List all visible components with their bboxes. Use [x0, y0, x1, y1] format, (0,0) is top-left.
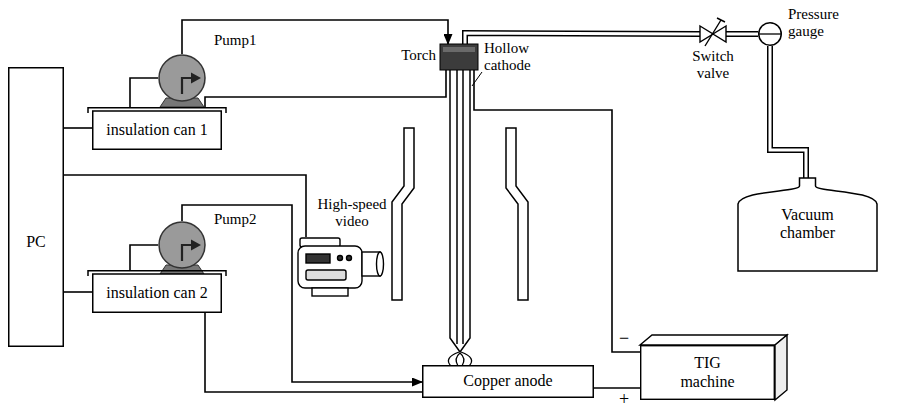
part-label: Switch valve — [686, 48, 740, 83]
connector-line — [64, 292, 92, 293]
computer-box-outline — [8, 67, 64, 347]
connector-line — [594, 388, 640, 389]
vacuum-chamber: Vacuum chamber — [735, 178, 880, 272]
node-label: TIG machine — [668, 354, 748, 391]
shield-nozzle — [392, 128, 528, 300]
computer-box: PC — [8, 67, 64, 347]
node-label: Vacuum chamber — [772, 206, 844, 243]
connector-path — [205, 70, 446, 107]
torch-block-outline — [440, 44, 478, 70]
pipe-bore — [726, 33, 758, 36]
part-label: Pressure gauge — [788, 6, 854, 41]
connector-line — [205, 313, 422, 392]
connector-line — [130, 78, 158, 107]
connector-path — [64, 291, 92, 293]
pump-symbol: Pump2 — [158, 221, 206, 269]
connector-path — [594, 387, 640, 389]
polarity-sign: + — [617, 389, 631, 410]
anode-block: Copper anode — [422, 365, 594, 398]
pump-symbol: Pump1 — [158, 54, 206, 102]
pipe-bore — [770, 46, 806, 178]
polarity-sign: − — [617, 328, 631, 349]
torch-block: Torch — [440, 44, 478, 70]
pipe-wall — [726, 31, 758, 37]
gas-pipe — [770, 46, 806, 178]
node-label: PC — [26, 233, 46, 251]
switch-valve: Switch valve — [700, 26, 726, 42]
camera-icon — [298, 238, 384, 296]
pipe-wall — [770, 46, 806, 178]
power-source: TIG machine — [640, 345, 775, 400]
pressure-gauge-outline — [758, 22, 782, 46]
hollow-cathode-tube — [450, 70, 470, 352]
gas-pipe — [726, 34, 758, 35]
pump-symbol-outline — [158, 54, 206, 102]
insulation-can: insulation can 2 — [92, 270, 222, 313]
node-label: insulation can 2 — [106, 284, 207, 302]
connector-line — [205, 70, 446, 107]
part-label: Torch — [394, 47, 436, 64]
connector-path — [64, 127, 92, 129]
switch-valve-outline — [700, 26, 726, 42]
connector-line — [130, 245, 158, 270]
connector-path — [205, 313, 422, 392]
node-label: insulation can 1 — [106, 121, 207, 139]
connector-path — [130, 78, 158, 107]
node-label: Copper anode — [463, 372, 552, 390]
connector-line — [64, 128, 92, 129]
part-label: Pump1 — [214, 32, 266, 49]
pump-symbol-outline — [158, 221, 206, 269]
arc-plasma — [448, 352, 471, 366]
insulation-can: insulation can 1 — [92, 107, 222, 150]
part-label: Hollow cathode — [484, 40, 546, 75]
pressure-gauge: Pressure gauge — [758, 22, 782, 46]
connector-path — [130, 245, 158, 270]
part-label: Pump2 — [214, 211, 266, 228]
part-label: High-speed video — [314, 196, 390, 231]
connector-path — [474, 70, 640, 352]
connector-line — [474, 70, 640, 352]
